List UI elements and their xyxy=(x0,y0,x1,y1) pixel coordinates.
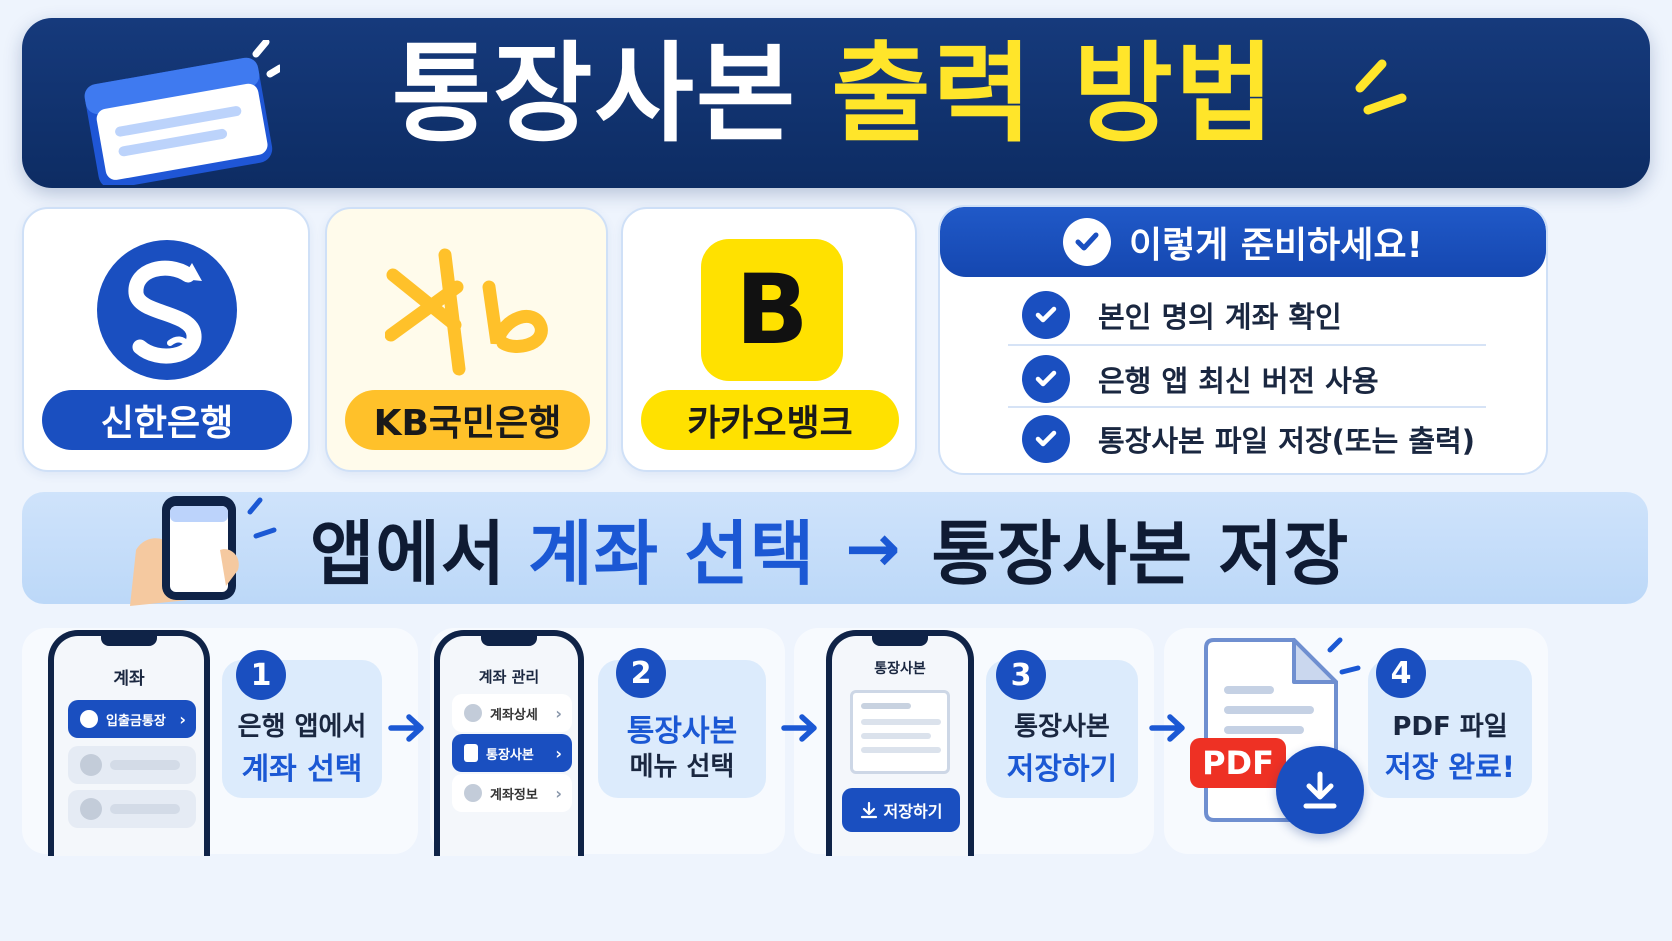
bank-card-kb[interactable]: KB국민은행 xyxy=(325,207,608,472)
process-banner xyxy=(22,492,1648,604)
checklist-panel: 이렇게 준비하세요! 본인 명의 계좌 확인 은행 앱 최신 버전 사용 통장사… xyxy=(938,205,1548,475)
kakaobank-logo-letter: B xyxy=(735,254,809,366)
step-number: 4 xyxy=(1376,648,1426,698)
chevron-right-icon: › xyxy=(555,783,562,803)
arrow-right-icon: → xyxy=(845,509,902,587)
chevron-right-icon: › xyxy=(555,743,562,763)
menu-item-highlight[interactable]: 통장사본 › xyxy=(452,734,572,772)
step-line2: 계좌 선택 xyxy=(241,752,363,787)
step-line2: 저장하기 xyxy=(1006,752,1118,787)
account-item-label: 입출금통장 xyxy=(106,713,166,729)
check-circle-icon xyxy=(1063,218,1112,266)
step-2-phone: 계좌 관리 계좌상세 › 통장사본 › 계좌정보 › xyxy=(434,630,584,856)
check-icon xyxy=(1022,415,1070,463)
menu-item-label: 통장사본 xyxy=(486,747,534,763)
title-yellow-part: 출력 방법 xyxy=(831,32,1277,157)
step-number: 1 xyxy=(236,650,286,700)
banner-part3: 통장사본 저장 xyxy=(931,512,1350,595)
step-4-card: 4 PDF 파일 저장 완료! xyxy=(1368,648,1532,798)
save-button[interactable]: 저장하기 xyxy=(842,788,960,832)
menu-item[interactable]: 계좌상세 › xyxy=(452,694,572,732)
checklist-title: 이렇게 준비하세요! xyxy=(1129,225,1423,266)
page-title: 통장사본 출력 방법 xyxy=(0,0,1628,170)
account-item-placeholder xyxy=(68,746,196,784)
checklist-item: 통장사본 파일 저장(또는 출력) xyxy=(1022,407,1486,471)
banner-part2: 계좌 선택 xyxy=(528,512,816,595)
step-3-phone: 통장사본 저장하기 xyxy=(826,630,974,856)
download-icon xyxy=(860,801,877,819)
kakaobank-logo-icon: B xyxy=(701,239,843,381)
divider xyxy=(1008,344,1486,346)
document-icon xyxy=(464,744,478,762)
checklist-header: 이렇게 준비하세요! xyxy=(940,207,1546,277)
phone-title: 계좌 xyxy=(113,669,145,689)
step-number: 3 xyxy=(996,650,1046,700)
arrow-right-icon xyxy=(781,714,817,742)
menu-item-label: 계좌상세 xyxy=(490,707,538,723)
step-3-card: 3 통장사본 저장하기 xyxy=(986,650,1138,798)
menu-item[interactable]: 계좌정보 › xyxy=(452,774,572,812)
divider xyxy=(1008,406,1486,408)
banner-part1: 앱에서 xyxy=(310,512,507,595)
bank-card-kakaobank[interactable]: B 카카오뱅크 xyxy=(621,207,917,472)
check-icon xyxy=(1022,355,1070,403)
menu-item-label: 계좌정보 xyxy=(490,787,538,803)
step-1-card: 1 은행 앱에서 계좌 선택 xyxy=(222,650,382,798)
bank-label-kb: KB국민은행 xyxy=(345,390,590,450)
passbook-icon xyxy=(84,40,280,185)
kb-logo-icon xyxy=(385,248,548,376)
sparkle-icon xyxy=(1355,59,1407,115)
account-item-placeholder xyxy=(68,790,196,828)
account-item-highlight[interactable]: 입출금통장 › xyxy=(68,700,196,738)
passbook-preview xyxy=(850,690,950,774)
check-icon xyxy=(1022,291,1070,339)
download-icon xyxy=(1276,746,1364,834)
step-line1: 통장사본 xyxy=(1014,712,1110,742)
bank-card-shinhan[interactable]: 신한은행 xyxy=(22,207,310,472)
phone-title: 통장사본 xyxy=(874,661,926,677)
arrow-right-icon xyxy=(1149,714,1185,742)
hand-phone-icon xyxy=(130,496,277,606)
chevron-right-icon: › xyxy=(555,703,562,723)
step-line2: 메뉴 선택 xyxy=(629,752,735,782)
arrow-right-icon xyxy=(388,714,424,742)
pdf-badge: PDF xyxy=(1190,738,1286,788)
account-icon xyxy=(80,710,98,728)
checklist-item-text: 은행 앱 최신 버전 사용 xyxy=(1098,364,1379,398)
bank-label-kakaobank: 카카오뱅크 xyxy=(641,390,899,450)
step-number: 2 xyxy=(616,648,666,698)
step-line2: 저장 완료! xyxy=(1384,750,1516,784)
phone-title: 계좌 관리 xyxy=(478,668,540,686)
checklist-item-text: 본인 명의 계좌 확인 xyxy=(1098,300,1342,334)
step-2-card: 2 통장사본 메뉴 선택 xyxy=(598,648,766,798)
save-button-label: 저장하기 xyxy=(883,802,943,821)
shinhan-logo-icon xyxy=(97,240,237,380)
bank-label-shinhan: 신한은행 xyxy=(42,390,292,450)
step-line1: PDF 파일 xyxy=(1392,712,1508,742)
step-1-phone: 계좌 입출금통장 › xyxy=(48,630,210,856)
title-white-part: 통장사본 xyxy=(391,32,798,157)
step-line1: 은행 앱에서 xyxy=(237,712,367,742)
checklist-item: 본인 명의 계좌 확인 xyxy=(1022,283,1486,347)
chevron-right-icon: › xyxy=(179,709,186,729)
step-line1: 통장사본 xyxy=(626,714,738,749)
banner-text: 앱에서 계좌 선택 → 통장사본 저장 xyxy=(310,492,1349,604)
checklist-item-text: 통장사본 파일 저장(또는 출력) xyxy=(1098,424,1475,458)
checklist-item: 은행 앱 최신 버전 사용 xyxy=(1022,347,1486,411)
